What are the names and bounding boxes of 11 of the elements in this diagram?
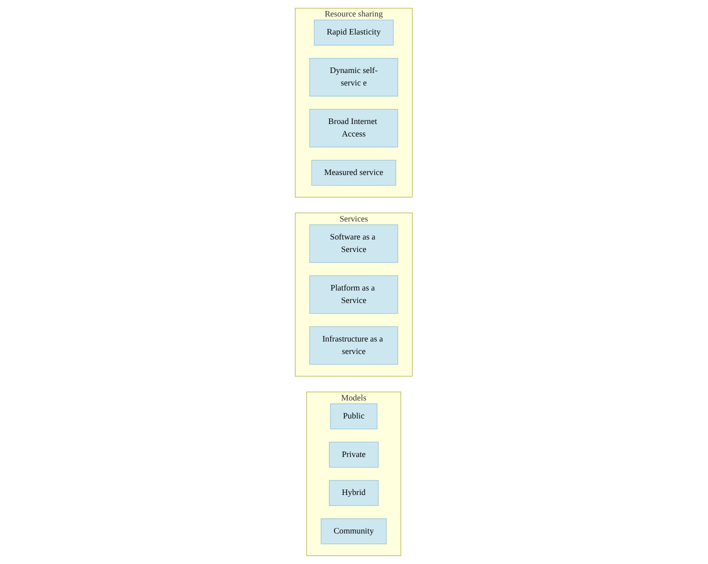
node-box: Community	[321, 518, 387, 544]
node-box: Private	[329, 442, 379, 468]
node-box: Rapid Elasticity	[314, 20, 394, 46]
node-box: Dynamic self-servic e	[310, 58, 398, 96]
node-box: Software as a Service	[310, 224, 398, 263]
node-box: Hybrid	[329, 480, 379, 506]
node-box: Broad Internet Access	[310, 109, 398, 148]
node-box: Platform as a Service	[310, 275, 398, 314]
node-box: Public	[330, 404, 378, 430]
node-box: Measured service	[312, 160, 396, 186]
node-box: Infrastructure as a service	[310, 326, 398, 365]
